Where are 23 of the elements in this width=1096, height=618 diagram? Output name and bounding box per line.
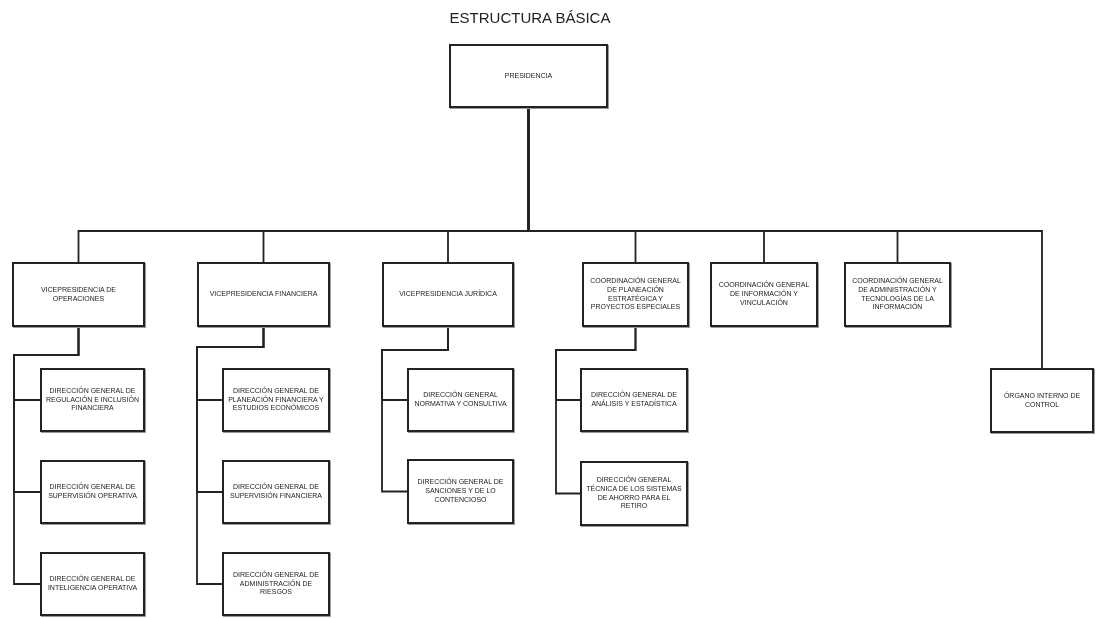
org-box [197, 262, 330, 327]
org-box [407, 368, 514, 432]
chart-title: ESTRUCTURA BÁSICA [448, 9, 612, 26]
org-box [40, 460, 145, 524]
connector-line [13, 326, 80, 585]
org-box [12, 262, 145, 327]
org-box [582, 262, 689, 327]
org-box [844, 262, 951, 327]
org-box [40, 552, 145, 616]
org-box [580, 461, 688, 526]
connector-line [555, 326, 637, 495]
org-box [40, 368, 145, 432]
org-box [449, 44, 608, 108]
org-box [990, 368, 1094, 433]
org-box [710, 262, 818, 327]
connector-line [196, 326, 265, 585]
org-box [222, 460, 330, 524]
org-box [222, 368, 330, 432]
org-box [382, 262, 514, 327]
connector-line [381, 326, 449, 493]
org-box [407, 459, 514, 524]
org-box [580, 368, 688, 432]
org-box [222, 552, 330, 616]
